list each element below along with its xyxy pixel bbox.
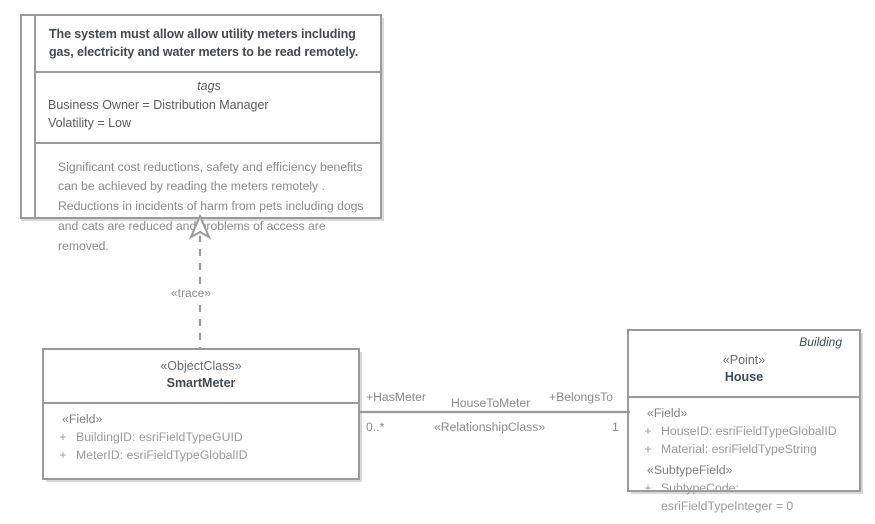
requirement-tags-heading: tags xyxy=(197,79,221,94)
requirement-tag-item: Volatility = Low xyxy=(48,115,132,130)
attribute-visibility: + xyxy=(59,447,67,462)
attribute-row: + Material: esriFieldTypeString xyxy=(635,440,853,458)
association-source-multiplicity: 0..* xyxy=(366,420,385,434)
house-header: Building «Point» House xyxy=(629,331,859,396)
association-source-role: +HasMeter xyxy=(366,390,426,404)
smartmeter-header: «ObjectClass» SmartMeter xyxy=(44,350,358,402)
requirement-title: The system must allow allow utility mete… xyxy=(49,27,359,60)
attribute-visibility: + xyxy=(59,429,67,444)
smartmeter-name: SmartMeter xyxy=(166,376,236,391)
attribute-visibility: + xyxy=(644,481,652,496)
smartmeter-stereotype: «ObjectClass» xyxy=(160,359,242,373)
house-stereotype: «Point» xyxy=(722,353,766,367)
trace-arrowhead-icon xyxy=(188,214,212,240)
requirement-notes: Significant cost reductions, safety and … xyxy=(36,141,380,267)
association-stereotype: «RelationshipClass» xyxy=(434,420,546,434)
requirement-element[interactable]: The system must allow allow utility mete… xyxy=(20,14,382,253)
association-name: HouseToMeter xyxy=(451,396,531,410)
attribute-row: + MeterID: esriFieldTypeGlobalID xyxy=(50,446,352,464)
attribute-row: + SubtypeCode: esriFieldTypeInteger = 0 xyxy=(635,479,853,515)
association-target-role: +BelongsTo xyxy=(549,390,614,404)
trace-label: «trace» xyxy=(168,286,215,300)
attribute-text: BuildingID: esriFieldTypeGUID xyxy=(76,429,243,444)
house-field-group-stereotype: «Field» xyxy=(647,405,688,420)
attribute-text: SubtypeCode: esriFieldTypeInteger = 0 xyxy=(661,481,794,514)
class-house[interactable]: Building «Point» House «Field» + HouseID… xyxy=(627,329,861,513)
attribute-visibility: + xyxy=(644,423,652,438)
association-target-multiplicity: 1 xyxy=(612,420,619,434)
trace-dependency-connector[interactable] xyxy=(150,214,260,354)
attribute-text: MeterID: esriFieldTypeGlobalID xyxy=(76,447,248,462)
house-attributes: «Field» + HouseID: esriFieldTypeGlobalID… xyxy=(629,395,859,524)
association-connector[interactable] xyxy=(358,404,630,420)
smartmeter-field-group-stereotype: «Field» xyxy=(62,411,103,426)
class-smartmeter[interactable]: «ObjectClass» SmartMeter «Field» + Build… xyxy=(42,348,360,480)
attribute-row: + HouseID: esriFieldTypeGlobalID xyxy=(635,422,853,440)
smartmeter-attributes: «Field» + BuildingID: esriFieldTypeGUID … xyxy=(44,401,358,478)
requirement-tags-compartment: tags Business Owner = Distribution Manag… xyxy=(36,71,380,141)
attribute-visibility: + xyxy=(644,441,652,456)
house-name: House xyxy=(724,370,764,385)
attribute-text: HouseID: esriFieldTypeGlobalID xyxy=(661,423,837,438)
requirement-tag-item: Business Owner = Distribution Manager xyxy=(48,98,269,112)
house-subtypefield-group-stereotype: «SubtypeField» xyxy=(647,463,733,478)
attribute-text: Material: esriFieldTypeString xyxy=(661,441,817,456)
attribute-row: + BuildingID: esriFieldTypeGUID xyxy=(50,428,352,446)
house-qualifier: Building xyxy=(799,335,842,349)
